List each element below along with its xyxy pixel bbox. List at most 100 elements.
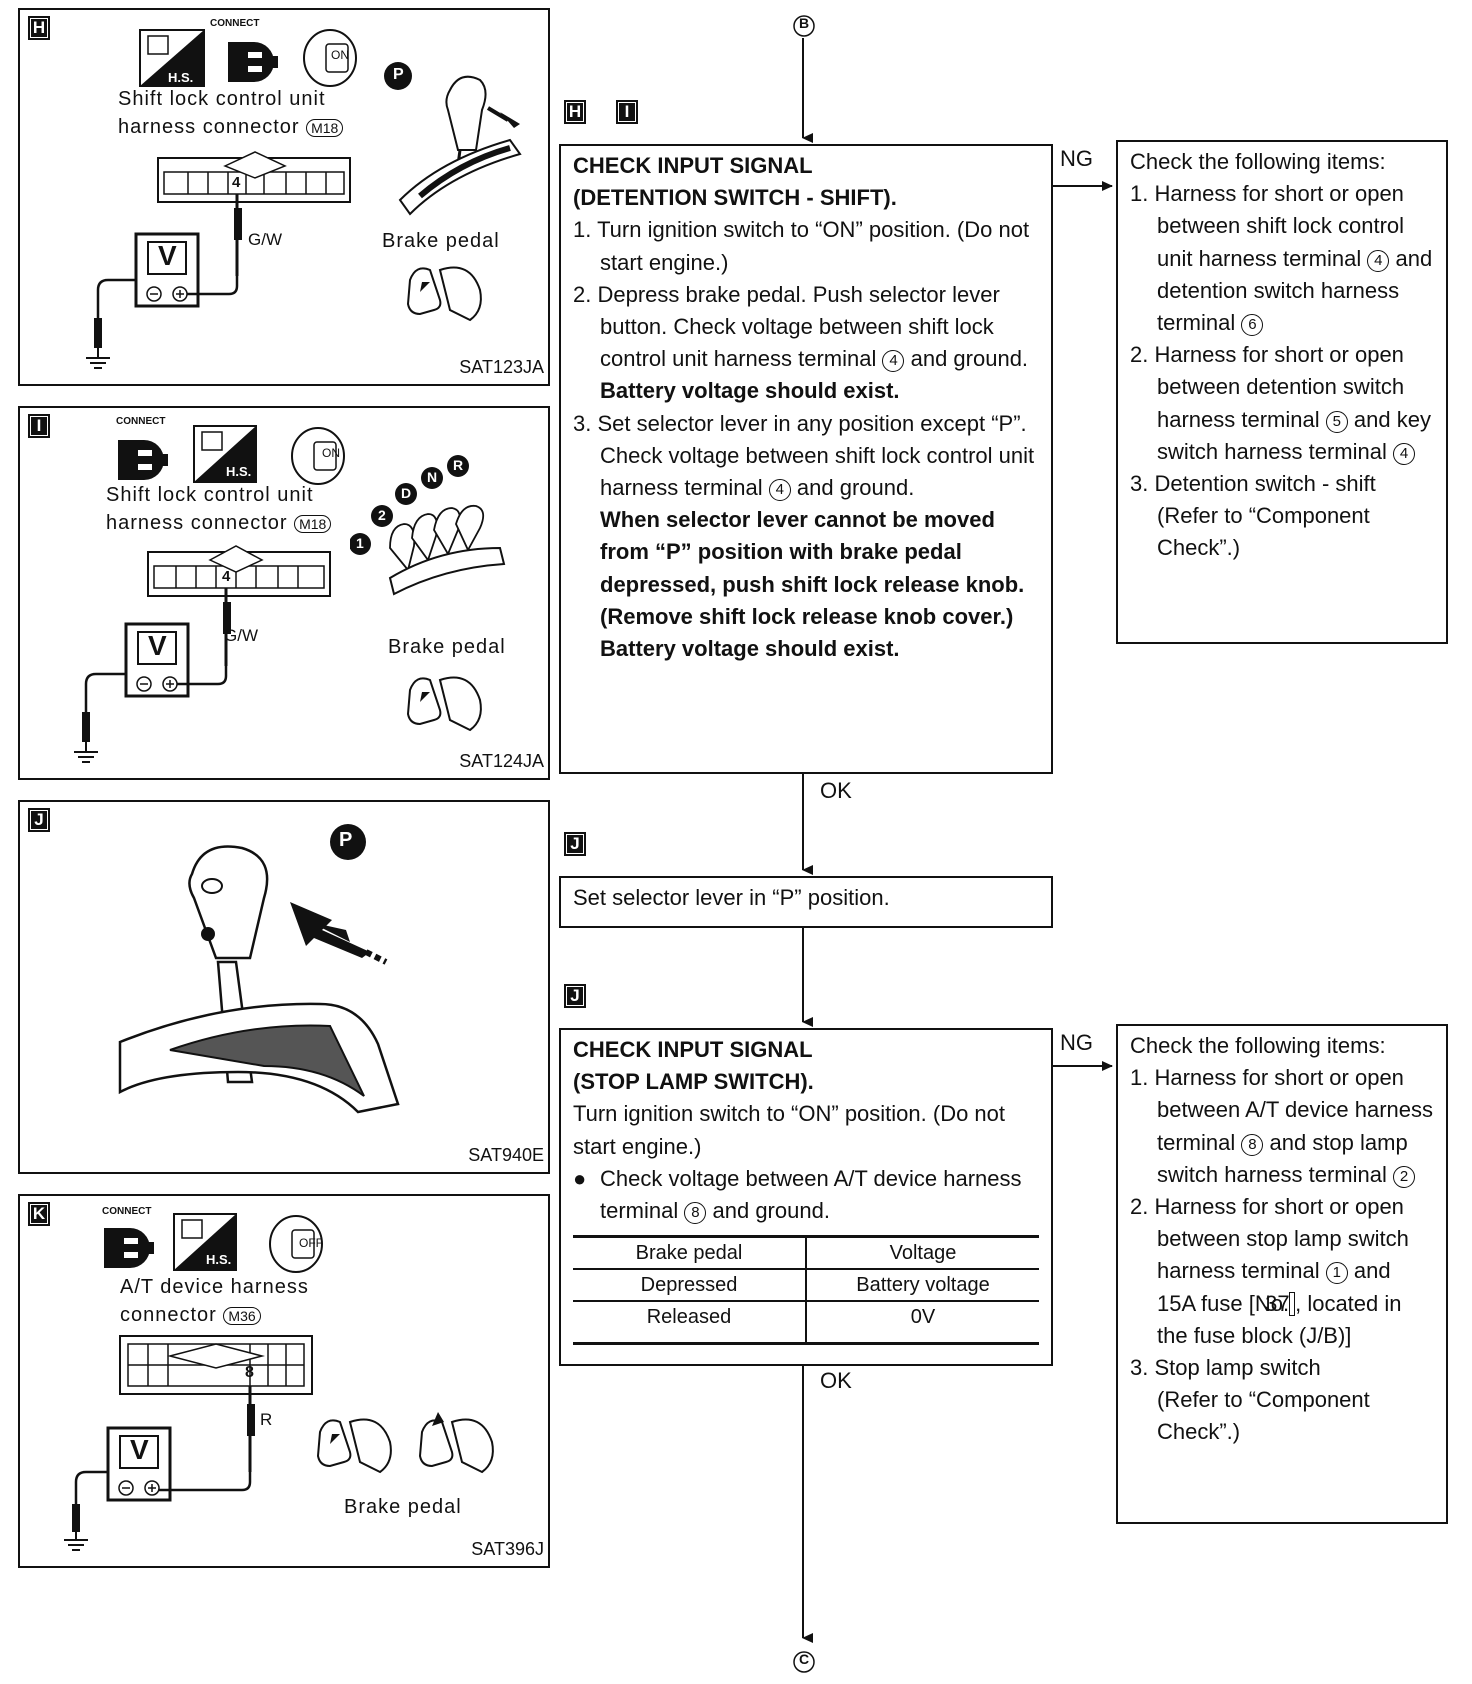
hs-label: H.S. [168,70,194,85]
connector-label-line2: harness connector M18 [118,116,344,139]
step3-title1: CHECK INPUT SIGNAL [573,1037,813,1062]
panel-k: K CONNECT H.S. OFF A/T device harness co… [18,1194,550,1568]
connector-label-line1: Shift lock control unit [118,88,326,110]
connector-label-line1: A/T device harness [120,1276,309,1298]
panel-j: J P SAT940E [18,800,550,1174]
terminal-marker: 4 [882,350,905,373]
key-on-label: ON [322,446,340,460]
position-label-1: 1 [356,535,364,551]
step1-item3-result: Battery voltage should exist. [600,636,900,662]
ng1-heading: Check the following items: [1130,149,1386,174]
hs-icon [173,1213,237,1271]
table-header-cell: Voltage [889,1242,957,1265]
figure-code: SAT124JA [459,751,544,771]
connect-icon [118,440,168,480]
wire-color-label: R [260,1410,273,1429]
step1-item2-result: Battery voltage should exist. [600,378,900,404]
ok-label-2: OK [820,1368,852,1393]
connector-label-line2: harness connector M18 [106,512,332,535]
step2-tag-j: J [564,832,586,856]
terminal-number: 4 [222,568,231,585]
brake-pedal-label: Brake pedal [344,1496,462,1518]
connect-icon [228,42,278,82]
ng1-item3-ref: (Refer to “Component Check”.) [1157,503,1370,561]
wire-color-label: G/W [248,230,282,249]
connect-label: CONNECT [116,416,166,427]
brake-pedal-icon [406,266,482,322]
connector-label-line2: connector M36 [120,1304,261,1327]
step1-tag-i: I [616,100,638,124]
ignition-key-icon [291,427,345,485]
voltage-table: Brake pedal Voltage Depressed Battery vo… [573,1235,1039,1346]
terminal-marker: 8 [1241,1133,1264,1156]
harness-icons [118,425,345,485]
step1-title1: CHECK INPUT SIGNAL [573,153,813,178]
position-label-r: R [453,457,464,473]
brake-pedal-icon [406,676,482,732]
panel-j-tag: J [28,808,50,832]
table-row: Depressed Battery voltage [573,1269,1039,1302]
panel-i: I CONNECT H.S. ON Shift lock control uni… [18,406,550,780]
key-on-label: ON [331,48,349,62]
ng1-item2: 2. Harness for short or open between det… [1130,342,1431,465]
panel-i-tag: I [28,414,50,438]
figure-code: SAT396J [471,1539,544,1559]
harness-icons [104,1213,323,1273]
key-off-label: OFF [299,1236,323,1250]
voltmeter-label: V [158,240,177,271]
hs-icon [193,425,257,483]
terminal-marker: 4 [768,479,791,502]
step1-title2: (DETENTION SWITCH - SHIFT). [573,185,897,211]
step3-text1: Turn ignition switch to “ON” position. (… [573,1101,1006,1159]
table-cell: Released [573,1301,807,1344]
step1-item3: 3. Set selector lever in any position ex… [573,410,1035,502]
terminal-marker: 1 [1325,1262,1348,1285]
terminal-number: 4 [232,174,241,191]
ng-label-2: NG [1060,1030,1093,1055]
terminal-marker: 5 [1325,410,1348,433]
connect-label: CONNECT [102,1206,152,1217]
terminal-marker: 6 [1241,314,1264,337]
connector-meter-diagram [64,1335,313,1551]
wire-color-label: G/W [224,626,258,645]
hs-icon [139,29,205,87]
shift-lever-illustration [384,62,522,216]
terminal-marker: 4 [1367,249,1390,272]
step1-tag-h: H [564,100,586,124]
step1-item2: 2. Depress brake pedal. Push selector le… [573,281,1029,373]
connector-id-badge: M18 [306,119,344,137]
table-cell: Depressed [573,1269,807,1302]
panel-h: H CONNECT H.S. ON Shift lock control uni… [18,8,550,386]
ignition-key-icon [303,29,357,87]
step1-box: CHECK INPUT SIGNAL (DETENTION SWITCH - S… [559,144,1053,774]
connector-top-label: B [798,15,810,31]
position-label-d: D [401,485,412,501]
table-header-row: Brake pedal Voltage [573,1236,1039,1270]
step3-box: CHECK INPUT SIGNAL (STOP LAMP SWITCH). T… [559,1028,1053,1366]
ng1-box: Check the following items: 1. Harness fo… [1116,140,1448,644]
table-row: Released 0V [573,1301,1039,1344]
fuse-number: 37 [1265,1291,1296,1316]
figure-code: SAT123JA [459,357,544,377]
step3-bullet: ●Check voltage between A/T device harnes… [573,1165,1022,1225]
ng1-item3: 3. Detention switch - shift [1130,471,1376,497]
connector-meter-diagram [86,151,351,369]
position-label-2: 2 [378,507,386,523]
step2-text: Set selector lever in “P” position. [573,885,890,910]
connect-label: CONNECT [210,18,260,29]
ng2-item3-ref: (Refer to “Component Check”.) [1157,1387,1370,1445]
connector-id-badge: M18 [294,515,332,533]
harness-icons [139,29,357,87]
position-label-n: N [427,469,438,485]
step1-item1: 1. Turn ignition switch to “ON” position… [573,217,1030,275]
step1-item3-note: When selector lever cannot be moved from… [600,507,1025,629]
terminal-number: 8 [245,1364,254,1381]
connector-bottom-label: C [798,1651,810,1667]
step3-tag-j: J [564,984,586,1008]
step3-title2: (STOP LAMP SWITCH). [573,1069,814,1095]
step2-box: Set selector lever in “P” position. [559,876,1053,928]
table-header-cell: Brake pedal [573,1236,807,1270]
ng2-item1: 1. Harness for short or open between A/T… [1130,1065,1433,1188]
brake-pedal-label: Brake pedal [382,230,500,252]
